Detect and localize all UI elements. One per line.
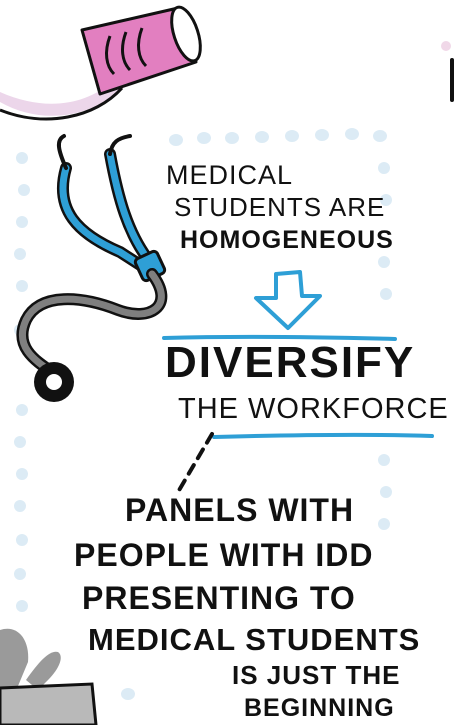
headline-rule-top <box>162 334 397 341</box>
stethoscope-icon <box>16 134 168 402</box>
statement-line-3: HOMOGENEOUS <box>180 226 394 254</box>
statement-line-2: STUDENTS ARE <box>174 192 386 222</box>
laptop-icon <box>0 682 98 725</box>
panel-line-1: PANELS WITH <box>125 492 355 528</box>
headline-rule-bottom <box>212 432 434 439</box>
dotted-frame <box>14 128 392 700</box>
lilac-swoosh <box>0 82 120 116</box>
headline: DIVERSIFY <box>165 338 416 387</box>
edge-dot-pink <box>441 41 451 51</box>
panel-line-5: IS JUST THE <box>232 660 401 690</box>
subheadline: THE WORKFORCE <box>178 393 449 425</box>
swoosh-outline <box>0 86 124 121</box>
panel-line-3: PRESENTING TO <box>82 580 356 616</box>
dashed-connector <box>176 432 214 494</box>
pill-bottle-icon <box>80 5 202 96</box>
panel-line-2: PEOPLE WITH IDD <box>74 537 374 573</box>
statement-line-1: MEDICAL <box>166 160 294 190</box>
panel-line-6: BEGINNING <box>244 694 395 722</box>
person-silhouette-icon <box>0 628 61 690</box>
down-arrow-icon <box>254 270 322 330</box>
panel-line-4: MEDICAL STUDENTS <box>88 622 421 657</box>
